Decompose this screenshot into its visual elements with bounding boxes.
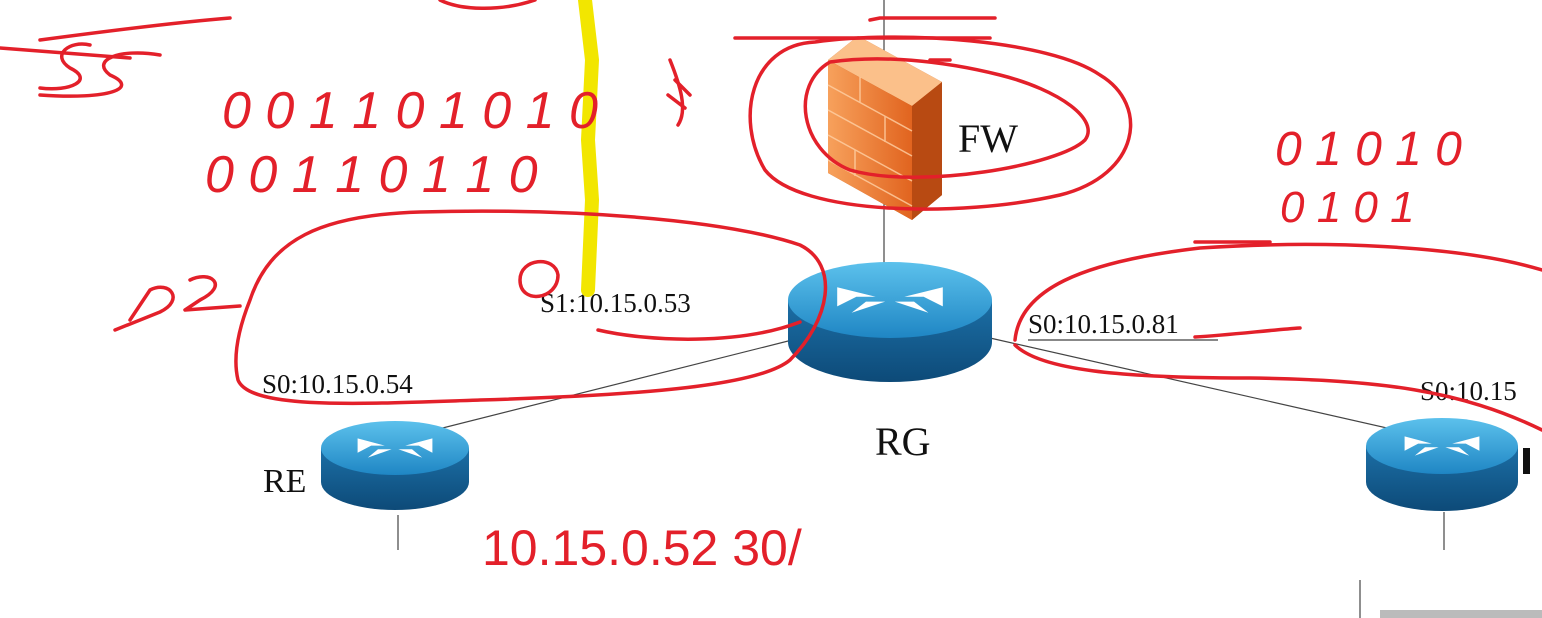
yellow-highlight (578, 0, 600, 297)
router-icon (321, 421, 469, 510)
re-label: RE (263, 463, 306, 500)
link-rg-re (394, 337, 801, 441)
links (394, 0, 1445, 618)
binary-row-1: 0 0 1 1 0 1 0 1 0 (222, 82, 598, 140)
truncated-label-mark (1523, 448, 1530, 474)
handwritten-annotations (0, 0, 1542, 432)
firewall-label: FW (958, 116, 1018, 161)
cut-off-label (1380, 610, 1542, 618)
firewall-icon (827, 36, 942, 220)
rg-label: RG (875, 419, 931, 464)
router-icon (788, 262, 992, 382)
binary-row-2: 0 0 1 1 0 1 1 0 (205, 146, 538, 204)
subnet-annotation: 10.15.0.52 30/ (482, 520, 802, 576)
interface-label-re-s0: S0:10.15.0.54 (262, 369, 413, 399)
interface-label-rg-s0: S0:10.15.0.81 (1028, 309, 1179, 339)
binary-right-row-2: 0 1 0 1 (1280, 183, 1415, 232)
interface-label-rg-s1: S1:10.15.0.53 (540, 288, 691, 318)
binary-right-row-1: 0 1 0 1 0 (1275, 123, 1462, 176)
link-rg-right (989, 337, 1441, 441)
router-icon (1366, 418, 1518, 511)
